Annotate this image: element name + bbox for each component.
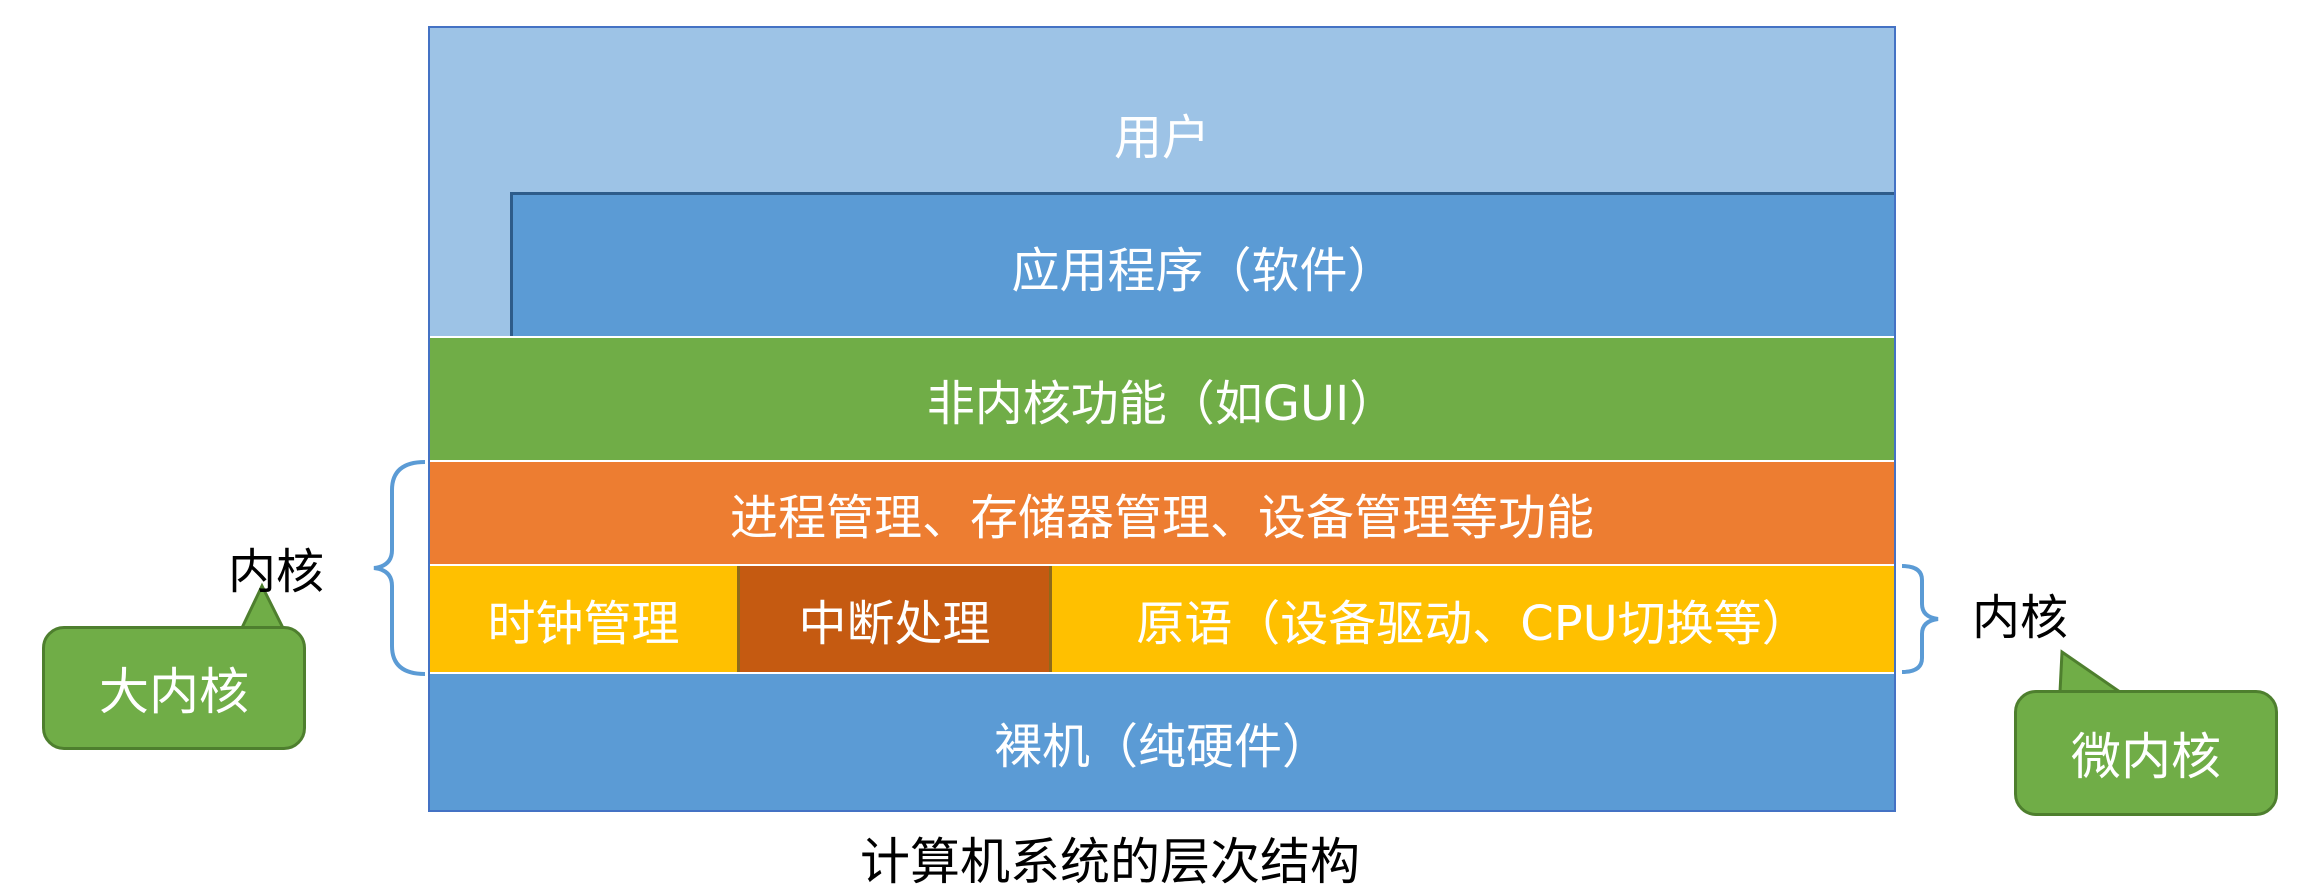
diagram-caption: 计算机系统的层次结构 <box>860 833 1360 891</box>
management-label: 进程管理、存储器管理、设备管理等功能 <box>729 490 1594 546</box>
microkernel-bubble: 微内核 <box>2014 690 2278 816</box>
monolithic-kernel-label: 大内核 <box>99 663 249 721</box>
non-kernel-label: 非内核功能（如GUI） <box>926 376 1398 432</box>
hardware-layer: 裸机（纯硬件） <box>430 674 1894 810</box>
layer-stack <box>428 26 1896 812</box>
clock-cell: 时钟管理 <box>430 566 740 672</box>
management-layer: 进程管理、存储器管理、设备管理等功能 <box>430 462 1894 564</box>
applications-layer: 应用程序（软件） <box>510 192 1894 336</box>
hardware-label: 裸机（纯硬件） <box>993 719 1330 775</box>
kernel-right-label: 内核 <box>1972 590 2069 646</box>
applications-label: 应用程序（软件） <box>1011 242 1396 299</box>
interrupt-label: 中断处理 <box>798 596 991 652</box>
right-kernel-brace <box>1901 564 1939 674</box>
user-label: 用户 <box>1113 110 1210 166</box>
microkernel-bubble-tail <box>2058 649 2125 694</box>
clock-label: 时钟管理 <box>487 596 680 652</box>
kernel-left-label: 内核 <box>228 544 325 600</box>
microkernel-label: 微内核 <box>2071 728 2221 786</box>
left-kernel-brace <box>373 460 426 676</box>
interrupt-cell: 中断处理 <box>740 566 1052 672</box>
non-kernel-layer: 非内核功能（如GUI） <box>430 338 1894 460</box>
monolithic-kernel-bubble: 大内核 <box>42 626 306 750</box>
primitives-label: 原语（设备驱动、CPU切换等） <box>1136 596 1810 652</box>
primitives-cell: 原语（设备驱动、CPU切换等） <box>1052 566 1894 672</box>
